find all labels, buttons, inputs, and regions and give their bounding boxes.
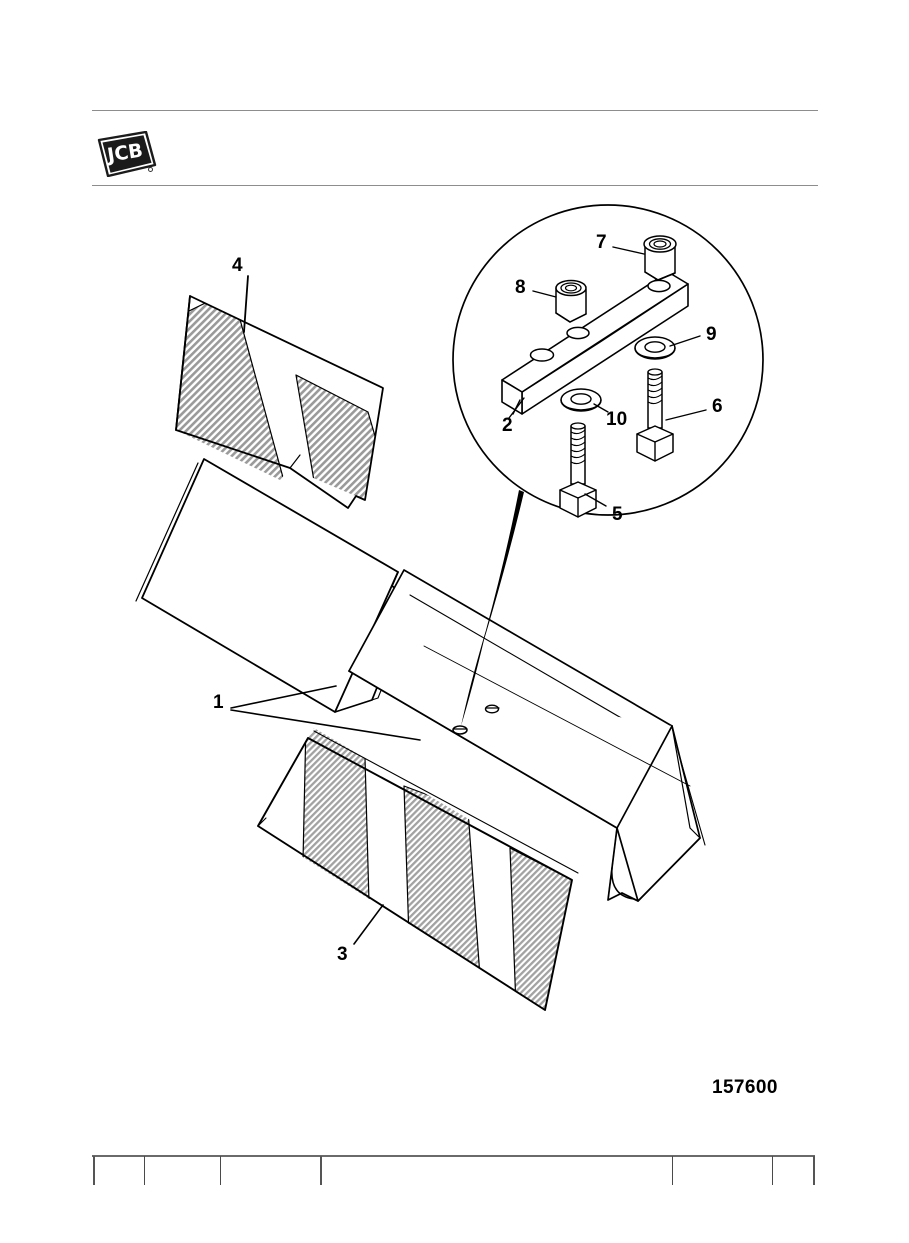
table-top-border	[92, 1155, 815, 1157]
callout-8-leader	[532, 290, 557, 298]
drawing-number: 157600	[712, 1077, 778, 1098]
callout-label-2: 2	[502, 415, 513, 436]
detail-leader	[461, 490, 524, 726]
bolt-right	[636, 368, 674, 462]
callout-1-leader	[230, 685, 421, 741]
locknut-left	[555, 279, 587, 323]
registered-trademark-icon	[148, 167, 153, 172]
jcb-logo: JCB	[96, 130, 158, 178]
callout-label-1: 1	[213, 692, 224, 713]
washer-right	[634, 336, 676, 360]
table-divider	[144, 1156, 145, 1185]
callout-4-leader	[243, 275, 249, 333]
mounting-hole	[484, 704, 500, 714]
callout-label-3: 3	[337, 944, 348, 965]
mounting-hole	[452, 725, 468, 735]
callout-label-7: 7	[596, 232, 607, 253]
parts-list-table	[92, 1155, 815, 1185]
callout-label-8: 8	[515, 277, 526, 298]
callout-6-leader	[665, 409, 707, 421]
callout-5-leader	[584, 493, 607, 507]
callout-3-leader	[353, 904, 384, 945]
washer-left	[560, 388, 602, 412]
header-bottom-rule	[92, 185, 818, 186]
callout-label-9: 9	[706, 324, 717, 345]
locknut-upper	[643, 235, 677, 281]
table-divider	[220, 1156, 221, 1185]
callout-9-leader	[669, 335, 701, 347]
table-divider	[672, 1156, 673, 1185]
callout-label-5: 5	[612, 504, 623, 525]
detail-circle	[452, 204, 764, 726]
table-divider	[772, 1156, 773, 1185]
callout-label-4: 4	[232, 255, 243, 276]
callout-7-leader	[612, 246, 645, 255]
header-top-rule	[92, 110, 818, 111]
main-barrier-body	[135, 458, 706, 902]
table-divider	[93, 1156, 95, 1185]
table-divider	[813, 1156, 815, 1185]
callout-label-6: 6	[712, 396, 723, 417]
table-divider	[320, 1156, 322, 1185]
callout-label-10: 10	[606, 409, 628, 430]
bolt-left	[559, 422, 597, 518]
callout-10-leader	[593, 403, 609, 413]
